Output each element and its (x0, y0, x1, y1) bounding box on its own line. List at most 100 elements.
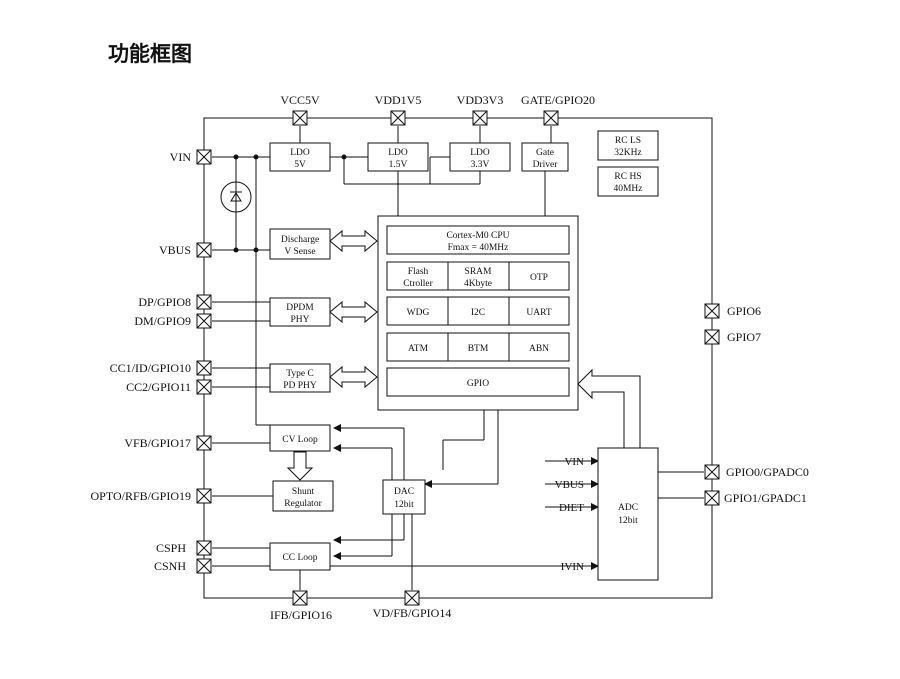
pin-labels: VCC5V VDD1V5 VDD3V3 GATE/GPIO20 VIN VBUS… (91, 93, 809, 622)
pin-label-vbus: VBUS (159, 243, 191, 257)
pin-box-vcc5v (292, 110, 308, 126)
gate-driver-block: Gate Driver (521, 142, 569, 172)
pin-markers (196, 110, 720, 606)
ldo-5v-line2: 5V (294, 160, 306, 170)
adc-input-vin: VIN (564, 456, 584, 468)
pin-box-vdfb (404, 590, 420, 606)
pin-label-dp: DP/GPIO8 (138, 295, 191, 309)
sram-line1: SRAM (465, 267, 492, 277)
pin-box-ifb (292, 590, 308, 606)
page-title: 功能框图 (108, 42, 192, 66)
i2c-label: I2C (471, 308, 485, 318)
rc-ls-block: RC LS 32KHz (597, 130, 659, 161)
pin-label-csph: CSPH (156, 541, 186, 555)
pin-box-gpio7 (704, 329, 720, 345)
adc-input-labels: VIN VBUS DIET IVIN (555, 456, 585, 573)
cpu-line1: Cortex-M0 CPU (446, 231, 509, 241)
cc-loop-block: CC Loop (269, 542, 331, 571)
pin-box-gate (543, 110, 559, 126)
pin-box-csnh (196, 558, 212, 574)
pin-box-opto (196, 488, 212, 504)
sram-line2: 4Kbyte (464, 279, 492, 289)
otp-label: OTP (530, 273, 548, 283)
gpio-block-label: GPIO (467, 379, 489, 389)
pin-label-vdd1v5: VDD1V5 (375, 93, 422, 107)
ldo-1v5-line2: 1.5V (389, 160, 408, 170)
pin-label-vfb: VFB/GPIO17 (124, 436, 191, 450)
dac-line1: DAC (394, 487, 414, 497)
shunt-line2: Regulator (284, 499, 322, 509)
pin-box-dp (196, 294, 212, 310)
ldo-1v5-block: LDO 1.5V (367, 142, 429, 172)
adc-input-vbus: VBUS (555, 479, 584, 491)
shunt-regulator-block: Shunt Regulator (272, 480, 334, 512)
pin-label-ifb: IFB/GPIO16 (270, 608, 332, 622)
atm-label: ATM (408, 344, 429, 354)
dpdm-line1: DPDM (286, 303, 314, 313)
pin-box-cc1 (196, 360, 212, 376)
ldo-3v3-line1: LDO (470, 148, 490, 158)
mcu-block: Cortex-M0 CPU Fmax = 40MHz Flash Ctrolle… (377, 215, 579, 411)
pin-box-cc2 (196, 379, 212, 395)
pin-box-vfb (196, 435, 212, 451)
pin-box-gpio6 (704, 303, 720, 319)
typec-phy-block: Type C PD PHY (269, 363, 331, 393)
adc-input-diet: DIET (559, 502, 584, 514)
pin-box-dm (196, 313, 212, 329)
pin-box-vdd1v5 (390, 110, 406, 126)
gate-driver-line2: Driver (533, 160, 559, 170)
ldo-3v3-block: LDO 3.3V (449, 142, 511, 172)
dac-block: DAC 12bit (382, 479, 426, 515)
pin-label-gate: GATE/GPIO20 (521, 93, 595, 107)
pin-label-cc1: CC1/ID/GPIO10 (110, 361, 191, 375)
bus-arrows (286, 229, 641, 481)
ldo-3v3-line2: 3.3V (471, 160, 490, 170)
pin-label-opto: OPTO/RFB/GPIO19 (91, 489, 191, 503)
btm-label: BTM (468, 344, 489, 354)
gate-driver-line1: Gate (536, 148, 554, 158)
pin-box-vin (196, 149, 212, 165)
typec-line1: Type C (286, 369, 314, 379)
pin-box-vbus (196, 242, 212, 258)
pin-label-vdd3v3: VDD3V3 (457, 93, 504, 107)
pin-label-vdfb: VD/FB/GPIO14 (373, 606, 452, 620)
pin-box-csph (196, 540, 212, 556)
pin-box-gpio1 (704, 490, 720, 506)
pin-label-vcc5v: VCC5V (280, 93, 320, 107)
pin-label-cc2: CC2/GPIO11 (126, 380, 191, 394)
pin-box-gpio0 (704, 464, 720, 480)
discharge-line1: Discharge (281, 235, 319, 245)
abn-label: ABN (529, 344, 549, 354)
rc-ls-line2: 32KHz (614, 148, 641, 158)
discharge-block: Discharge V Sense (269, 228, 331, 260)
pin-label-gpio1: GPIO1/GPADC1 (724, 491, 807, 505)
wdg-label: WDG (407, 308, 430, 318)
adc-input-ivin: IVIN (561, 561, 584, 573)
rc-hs-line2: 40MHz (613, 184, 642, 194)
dpdm-line2: PHY (290, 315, 309, 325)
adc-block: ADC 12bit (597, 447, 659, 581)
dac-line2: 12bit (394, 500, 414, 510)
flash-line2: Ctroller (403, 279, 433, 289)
dpdm-phy-block: DPDM PHY (269, 297, 331, 327)
typec-line2: PD PHY (283, 381, 317, 391)
cc-loop-label: CC Loop (282, 553, 317, 563)
discharge-line2: V Sense (284, 247, 315, 257)
adc-line1: ADC (618, 503, 638, 513)
chip-outline (203, 117, 713, 599)
shunt-line1: Shunt (292, 487, 315, 497)
rc-ls-line1: RC LS (615, 136, 641, 146)
rc-hs-block: RC HS 40MHz (597, 166, 659, 197)
adc-line2: 12bit (618, 516, 638, 526)
pin-label-vin: VIN (170, 150, 192, 164)
pin-label-gpio6: GPIO6 (727, 304, 761, 318)
cv-loop-block: CV Loop (269, 424, 331, 452)
uart-label: UART (526, 308, 551, 318)
cv-loop-label: CV Loop (282, 435, 318, 445)
pin-label-dm: DM/GPIO9 (134, 314, 191, 328)
ldo-5v-line1: LDO (290, 148, 310, 158)
rc-hs-line1: RC HS (614, 172, 641, 182)
cpu-line2: Fmax = 40MHz (448, 243, 509, 253)
ldo-1v5-line1: LDO (388, 148, 408, 158)
